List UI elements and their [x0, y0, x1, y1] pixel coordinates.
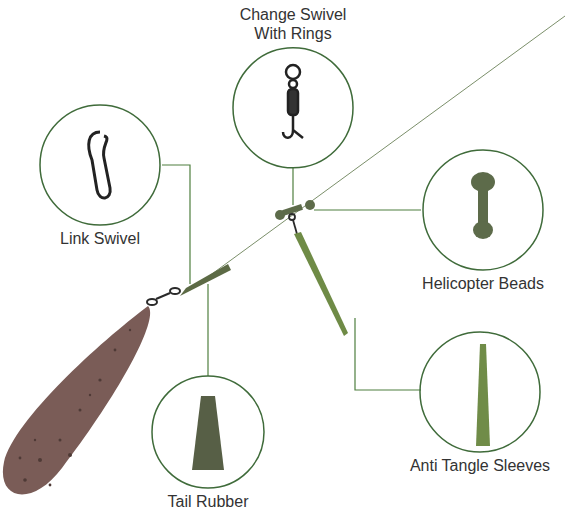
circle-outline [40, 105, 160, 225]
circle-outline [233, 48, 353, 168]
circle-outline [152, 376, 264, 488]
part-circle: Helicopter Beads [408, 150, 558, 293]
part-label: Link Swivel [38, 230, 162, 248]
part-label: Tail Rubber [148, 493, 268, 511]
circle-outline [38, 105, 162, 248]
part-circle: Anti Tangle Sleeves [398, 332, 562, 475]
lead-weight [3, 306, 150, 494]
circle-outline [408, 150, 558, 293]
circle-outline [420, 332, 540, 452]
part-circle: Change Swivel With Rings [228, 6, 358, 168]
link-swivel-icon [89, 132, 110, 198]
rig-beads [275, 200, 315, 220]
part-label: Helicopter Beads [408, 275, 558, 293]
rig-swivel [147, 288, 180, 305]
helicopter-bead-icon [471, 172, 495, 239]
tail-rubber-icon [192, 396, 224, 470]
leader-lines [162, 165, 421, 390]
circle-outline [398, 332, 562, 475]
part-label: Anti Tangle Sleeves [398, 457, 562, 475]
main-line [190, 16, 565, 290]
part-label: Change Swivel With Rings [228, 6, 358, 43]
rig-sleeve [294, 232, 348, 336]
rig-change-swivel [289, 214, 297, 234]
rig-tail-rubber [180, 264, 231, 296]
circle-outline [148, 376, 268, 511]
part-circle: Tail Rubber [148, 376, 268, 511]
part-circle: Link Swivel [38, 105, 162, 248]
change-swivel-icon [283, 65, 303, 138]
sleeve-icon [476, 344, 490, 446]
circle-outline [423, 150, 543, 270]
